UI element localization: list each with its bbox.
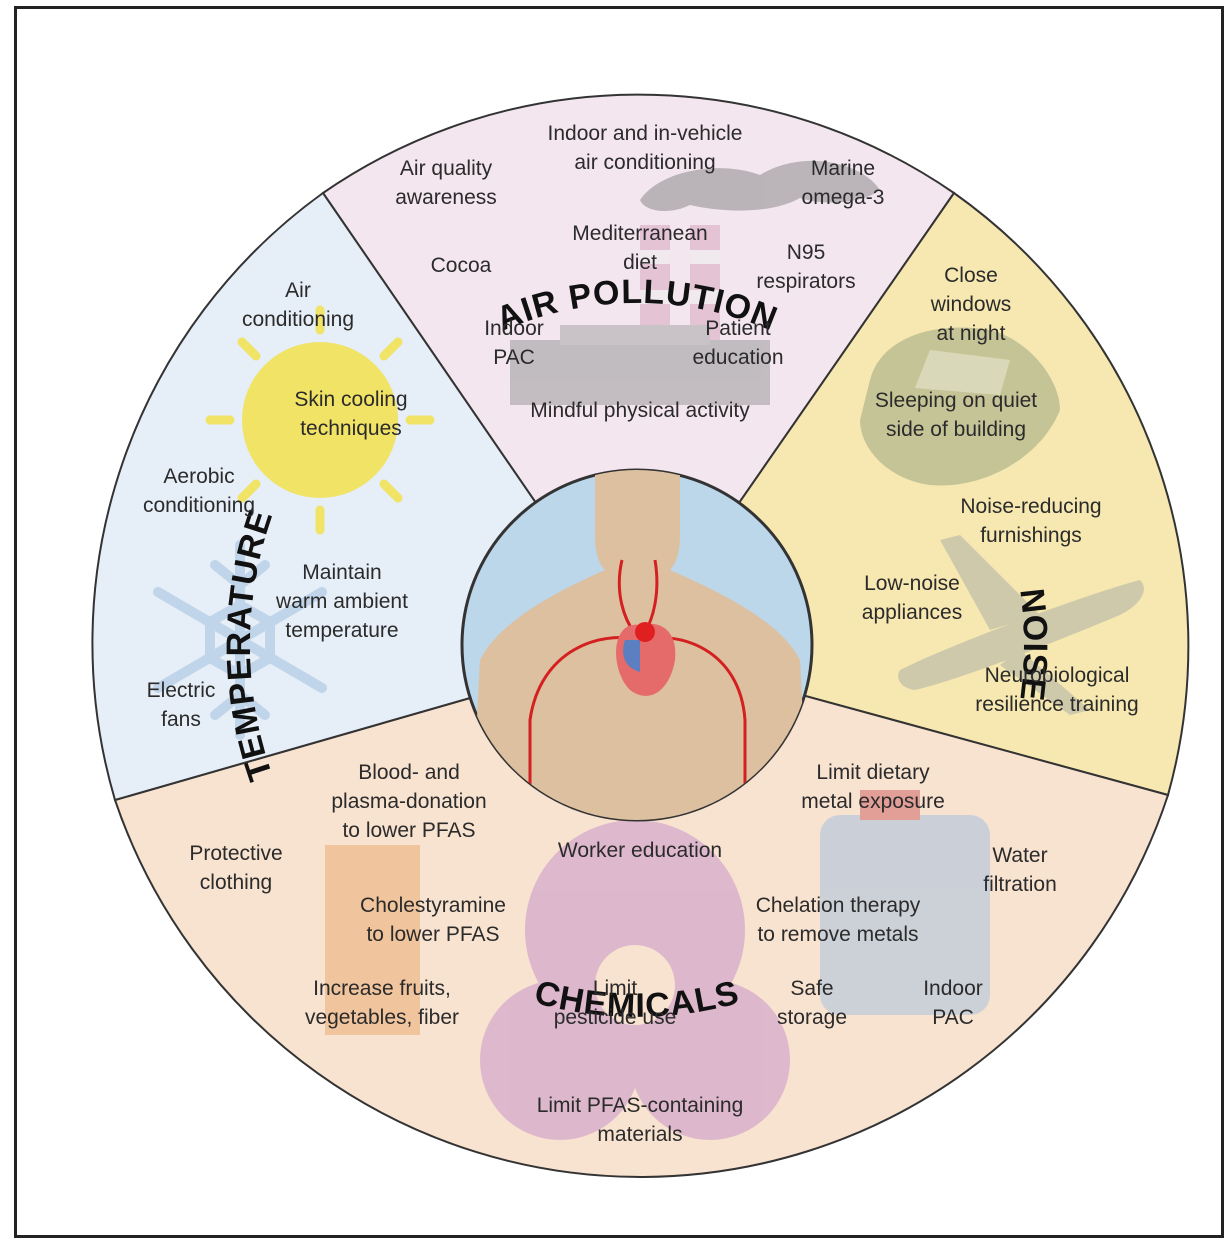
label-line: metal exposure	[801, 790, 945, 813]
label-line: fans	[161, 708, 201, 731]
label-line: N95	[787, 241, 826, 264]
label-line: Limit	[593, 977, 638, 1000]
label-line: Mediterranean	[572, 222, 707, 245]
label-line: Blood- and	[358, 761, 460, 784]
label-line: Air quality	[400, 157, 493, 180]
label-line: Limit dietary	[816, 761, 930, 784]
label-air-pollution-4: Cocoa	[431, 254, 492, 277]
label-line: Worker education	[558, 839, 722, 862]
label-line: Skin cooling	[294, 388, 407, 411]
label-line: Increase fruits,	[313, 977, 451, 1000]
label-line: Protective	[189, 842, 282, 865]
label-line: omega-3	[802, 186, 885, 209]
label-line: diet	[623, 251, 657, 274]
label-line: plasma-donation	[331, 790, 486, 813]
label-line: materials	[597, 1123, 682, 1146]
label-line: Cholestyramine	[360, 894, 506, 917]
label-line: PAC	[932, 1006, 974, 1029]
label-line: appliances	[862, 601, 962, 624]
label-line: Chelation therapy	[756, 894, 921, 917]
label-line: Noise-reducing	[960, 495, 1101, 518]
label-line: storage	[777, 1006, 847, 1029]
label-line: Indoor	[484, 317, 544, 340]
label-line: respirators	[756, 270, 855, 293]
label-line: Patient	[705, 317, 771, 340]
label-line: clothing	[200, 871, 272, 894]
label-line: Indoor	[923, 977, 983, 1000]
label-line: PAC	[493, 346, 535, 369]
label-line: Aerobic	[163, 465, 234, 488]
label-line: air conditioning	[574, 151, 715, 174]
label-line: Electric	[147, 679, 216, 702]
label-line: conditioning	[143, 494, 255, 517]
label-line: warm ambient	[275, 590, 408, 613]
label-line: Indoor and in-vehicle	[548, 122, 743, 145]
label-chemicals-3: Worker education	[558, 839, 722, 862]
label-line: pesticide use	[554, 1006, 677, 1029]
label-line: conditioning	[242, 308, 354, 331]
label-line: to remove metals	[757, 923, 918, 946]
label-line: side of building	[886, 418, 1026, 441]
label-line: Neurobiological	[985, 664, 1130, 687]
label-line: awareness	[395, 186, 497, 209]
label-line: Air	[285, 279, 311, 302]
label-line: Marine	[811, 157, 875, 180]
label-line: filtration	[983, 873, 1057, 896]
label-line: at night	[937, 322, 1006, 345]
label-line: vegetables, fiber	[305, 1006, 459, 1029]
label-line: education	[692, 346, 783, 369]
label-line: resilience training	[975, 693, 1138, 716]
label-line: Safe	[790, 977, 833, 1000]
label-line: windows	[930, 293, 1012, 316]
label-line: to lower PFAS	[366, 923, 499, 946]
label-line: temperature	[285, 619, 398, 642]
label-line: Limit PFAS-containing	[537, 1094, 744, 1117]
label-line: furnishings	[980, 524, 1082, 547]
label-line: Close	[944, 264, 998, 287]
label-line: Maintain	[302, 561, 381, 584]
label-line: techniques	[300, 417, 402, 440]
label-line: Sleeping on quiet	[875, 389, 1037, 412]
label-line: Mindful physical activity	[530, 399, 750, 422]
label-line: Low-noise	[864, 572, 960, 595]
label-line: Water	[992, 844, 1047, 867]
label-line: to lower PFAS	[342, 819, 475, 842]
label-air-pollution-8: Mindful physical activity	[530, 399, 750, 422]
label-line: Cocoa	[431, 254, 492, 277]
